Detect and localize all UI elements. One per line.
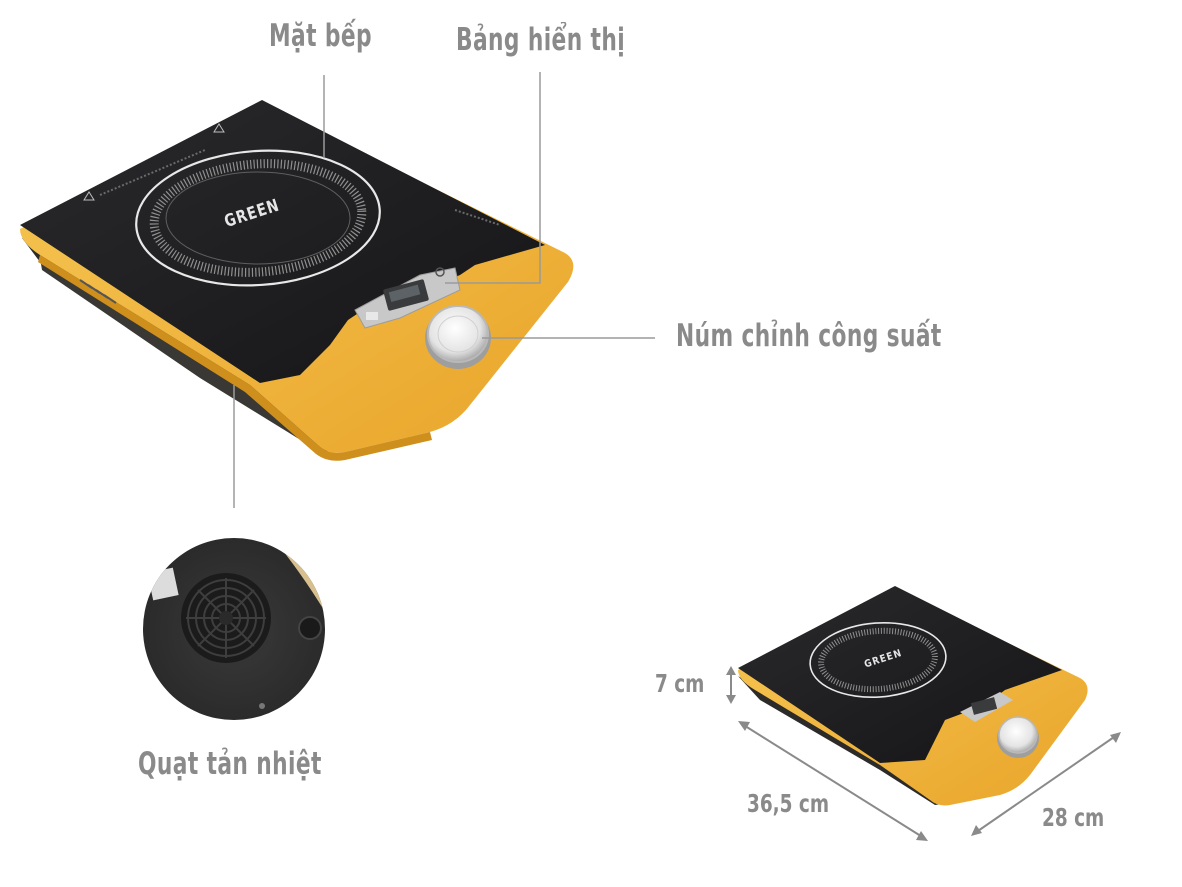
height-dimension: 7 cm [655, 669, 705, 698]
width-dimension: 28 cm [1042, 803, 1105, 832]
leader-lines [233, 72, 655, 508]
display-panel-label: Bảng hiển thị [456, 22, 626, 58]
cooling-fan-label: Quạt tản nhiệt [138, 746, 322, 782]
length-dimension: 36,5 cm [747, 789, 830, 818]
cooling-fan-photo [142, 537, 326, 721]
dimension-arrows [726, 666, 1121, 841]
cooker-main [20, 100, 574, 461]
power-knob-label: Núm chỉnh công suất [676, 318, 942, 354]
cooker-dimensions-view [738, 586, 1088, 806]
cooktop-surface-label: Mặt bếp [269, 18, 372, 54]
